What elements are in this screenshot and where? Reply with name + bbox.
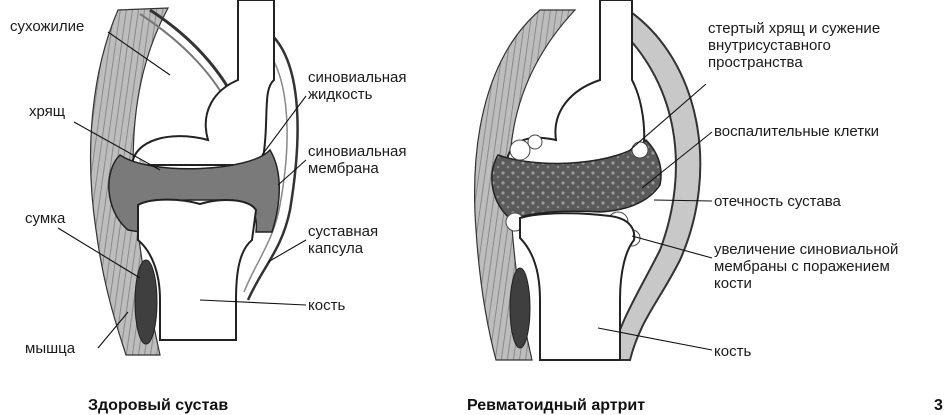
arthritis-joint-illustration <box>475 0 701 360</box>
arthritis-labels: стертый хрящ и сужение внутрисуставного … <box>708 20 903 360</box>
caption-healthy: Здоровый сустав <box>88 397 228 414</box>
label-tendon: сухожилие <box>10 18 84 35</box>
label-bone-healthy: кость <box>308 297 345 314</box>
label-inflammatory-cells: воспалительные клетки <box>714 123 879 140</box>
label-joint-capsule: суставная капсула <box>308 223 382 257</box>
label-worn-cartilage: стертый хрящ и сужение внутрисуставного … <box>708 20 884 71</box>
label-synovial-fluid: синовиальная жидкость <box>308 69 411 103</box>
caption-arthritis: Ревматоидный артрит <box>467 397 645 414</box>
label-swelling: отечность сустава <box>714 193 842 210</box>
label-cartilage: хрящ <box>29 103 65 120</box>
label-bone-arthritis: кость <box>714 343 751 360</box>
healthy-joint-illustration <box>91 0 298 355</box>
arthritis-lower-bone <box>520 213 634 360</box>
label-bursa: сумка <box>25 210 66 227</box>
page-number: 3 <box>934 397 943 414</box>
label-synovial-membrane: синовиальная мембрана <box>308 143 411 177</box>
arthritis-bursa <box>510 268 530 348</box>
healthy-bursa <box>135 260 157 344</box>
label-muscle: мышца <box>25 340 76 357</box>
label-membrane-growth: увеличение синовиальной мембраны с пораж… <box>714 241 903 292</box>
